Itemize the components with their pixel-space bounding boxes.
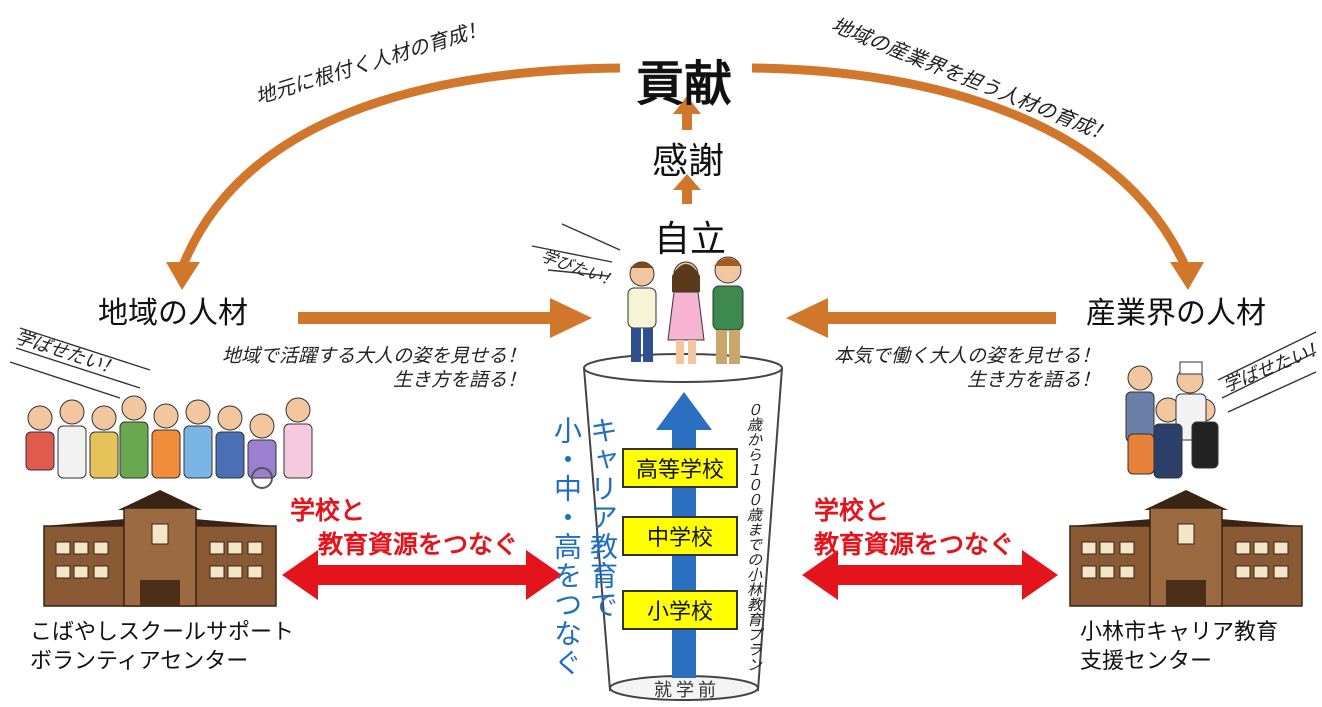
left-arc-arrowhead (166, 262, 200, 290)
center-speech-lines (531, 223, 621, 277)
right-title: 産業界の人材 (1086, 296, 1266, 331)
right-arc-arrowhead (1170, 262, 1204, 290)
independence-label: 自立 (654, 219, 727, 260)
left-org-line1: こばやしスクールサポート (30, 620, 295, 645)
left-caption-line2: 生き方を語る！ (392, 369, 526, 391)
right-school-building-icon (1069, 490, 1303, 607)
left-caption: 地域で活躍する大人の姿を見せる！ 生き方を語る！ (196, 344, 526, 392)
right-connect-line1: 学校と (814, 496, 890, 525)
left-speech-lines (9, 327, 151, 399)
left-title: 地域の人材 (98, 296, 248, 331)
right-arc (751, 63, 1191, 270)
left-arc (177, 63, 621, 270)
preschool-label: 就学前 (654, 680, 720, 701)
left-caption-line1: 地域で活躍する大人の姿を見せる！ (221, 345, 526, 367)
right-caption-line2: 生き方を語る！ (966, 369, 1100, 391)
school-box-high: 高等学校 (622, 448, 738, 488)
contribution-label: 貢献 (636, 56, 733, 112)
school-box-elementary: 小学校 (622, 590, 738, 630)
left-arc-caption: 地元に根付く人材の育成！ (252, 16, 489, 109)
career-education-text: キャリア教育で 小・中・高をつなぐ (548, 416, 620, 706)
up-arrow-independence (673, 174, 701, 204)
right-caption: 本気で働く大人の姿を見せる！ 生き方を語る！ (790, 344, 1100, 392)
left-orange-arrow (298, 298, 592, 338)
left-school-building-icon (43, 490, 277, 607)
left-connect-text: 学校と 教育資源をつなぐ (290, 494, 518, 562)
right-orange-arrow (786, 298, 1056, 338)
community-people-illustration (25, 395, 313, 489)
right-red-double-arrow (802, 550, 1058, 600)
right-caption-line1: 本気で働く大人の姿を見せる！ (833, 345, 1100, 367)
plan-text: ０歳から１００歳までの小林教育プラン (745, 402, 763, 672)
right-org-line2: 支援センター (1080, 649, 1213, 674)
left-connect-line2: 教育資源をつなぐ (318, 530, 519, 559)
right-speech-lines (1217, 331, 1317, 413)
left-org-line2: ボランティアセンター (30, 649, 249, 674)
right-speech-text: 学ばせたい！ (1220, 337, 1322, 397)
center-speech-text: 学びたい！ (539, 246, 621, 291)
gratitude-label: 感謝 (652, 141, 725, 182)
right-connect-line2: 教育資源をつなぐ (814, 530, 1015, 559)
left-connect-line1: 学校と (290, 496, 366, 525)
left-red-double-arrow (282, 550, 562, 600)
left-speech-text: 学ばせたい！ (12, 327, 121, 380)
career-col1: キャリア教育で (586, 416, 619, 619)
right-org-line1: 小林市キャリア教育 (1080, 620, 1279, 645)
industry-workers-illustration (1125, 361, 1219, 479)
left-org-name: こばやしスクールサポート ボランティアセンター (30, 618, 294, 676)
school-box-junior: 中学校 (622, 516, 738, 556)
right-org-name: 小林市キャリア教育 支援センター (1080, 618, 1278, 676)
children-illustration (627, 256, 744, 364)
career-col2: 小・中・高をつなぐ (550, 416, 583, 677)
right-connect-text: 学校と 教育資源をつなぐ (814, 494, 1014, 562)
up-arrow-gratitude (673, 96, 701, 130)
